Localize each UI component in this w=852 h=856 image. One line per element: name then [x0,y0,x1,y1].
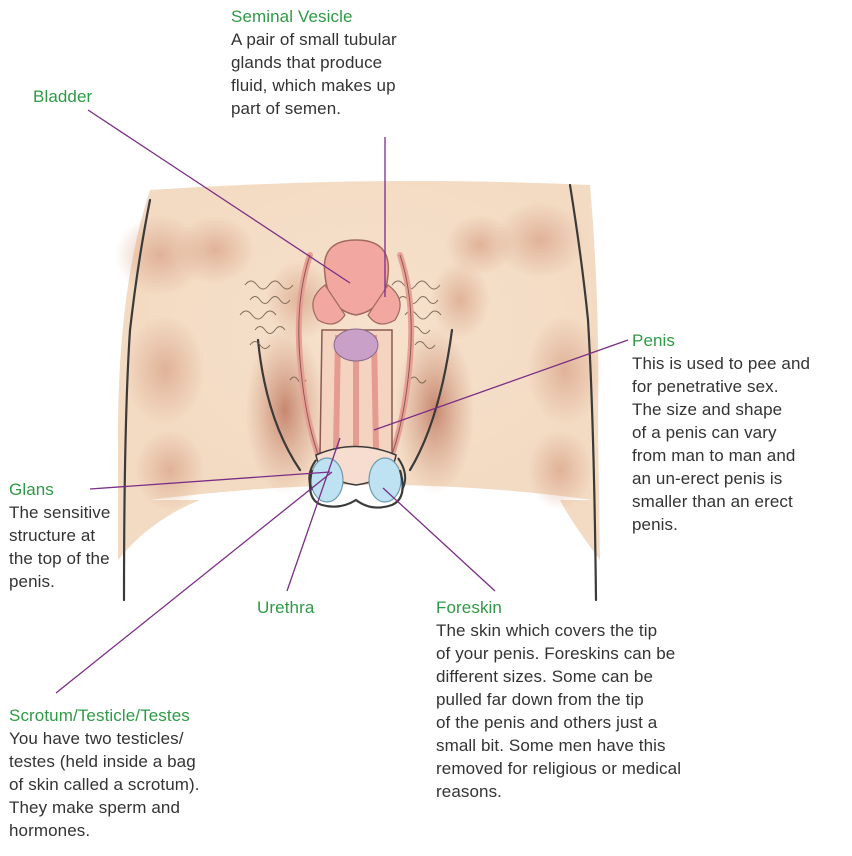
glans-desc-line: penis. [9,570,110,593]
label-bladder: Bladder [33,86,92,108]
foreskin-desc-line: of the penis and others just a [436,711,681,734]
glans-desc-line: structure at [9,524,110,547]
bladder-title: Bladder [33,86,92,108]
scrotum-desc-line: You have two testicles/ [9,727,200,750]
penis-desc-line: This is used to pee and [632,352,810,375]
seminal-vesicle-desc-line: part of semen. [231,97,397,120]
seminal-vesicle-desc-line: fluid, which makes up [231,74,397,97]
seminal-vesicle-desc-line: glands that produce [231,51,397,74]
penis-desc-line: of a penis can vary [632,421,810,444]
penis-desc-line: from man to man and [632,444,810,467]
seminal-vesicle-desc-line: A pair of small tubular [231,28,397,51]
scrotum-desc-line: of skin called a scrotum). [9,773,200,796]
urethra-title: Urethra [257,597,314,619]
glans-title: Glans [9,479,110,501]
penis-desc-line: an un-erect penis is [632,467,810,490]
label-glans: Glans The sensitive structure at the top… [9,479,110,593]
label-urethra: Urethra [257,597,314,619]
foreskin-desc-line: The skin which covers the tip [436,619,681,642]
foreskin-title: Foreskin [436,597,681,619]
scrotum-title: Scrotum/Testicle/Testes [9,705,200,727]
foreskin-desc-line: different sizes. Some can be [436,665,681,688]
penis-desc-line: penis. [632,513,810,536]
penis-desc-line: smaller than an erect [632,490,810,513]
penis-title: Penis [632,330,810,352]
penis-desc-line: for penetrative sex. [632,375,810,398]
label-penis: Penis This is used to pee and for penetr… [632,330,810,536]
label-foreskin: Foreskin The skin which covers the tip o… [436,597,681,803]
leader-foreskin [383,488,495,591]
seminal-vesicle-title: Seminal Vesicle [231,6,397,28]
scrotum-desc-line: They make sperm and [9,796,200,819]
scrotum-desc-line: testes (held inside a bag [9,750,200,773]
label-seminal-vesicle: Seminal Vesicle A pair of small tubular … [231,6,397,120]
foreskin-desc-line: removed for religious or medical [436,757,681,780]
glans-desc-line: The sensitive [9,501,110,524]
scrotum-desc-line: hormones. [9,819,200,842]
penis-desc-line: The size and shape [632,398,810,421]
foreskin-desc-line: of your penis. Foreskins can be [436,642,681,665]
glans-desc-line: the top of the [9,547,110,570]
label-scrotum: Scrotum/Testicle/Testes You have two tes… [9,705,200,842]
foreskin-desc-line: small bit. Some men have this [436,734,681,757]
foreskin-desc-line: pulled far down from the tip [436,688,681,711]
foreskin-desc-line: reasons. [436,780,681,803]
